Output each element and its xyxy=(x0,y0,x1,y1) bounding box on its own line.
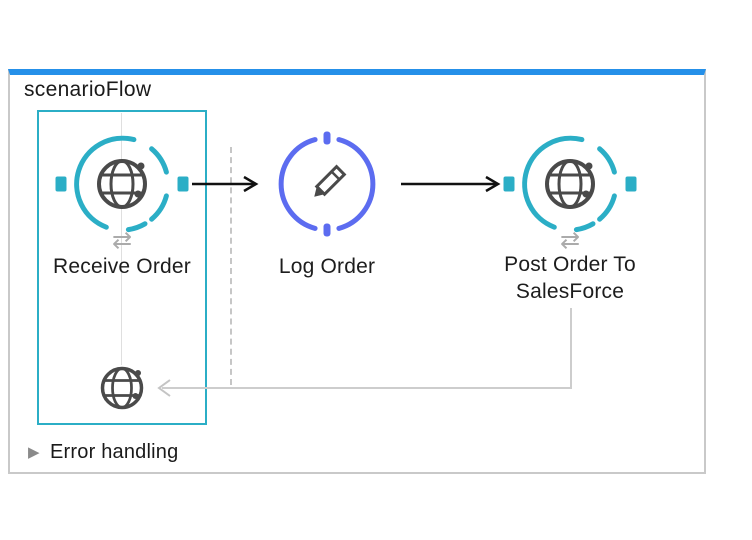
globe-icon xyxy=(97,159,147,209)
node-log-order[interactable] xyxy=(257,122,397,257)
right-endpoint-nub[interactable] xyxy=(625,176,637,192)
return-connector-horizontal xyxy=(162,387,572,389)
pencil-icon xyxy=(314,164,347,197)
left-endpoint-nub[interactable] xyxy=(503,176,515,192)
node-receive-order[interactable]: ⇄ xyxy=(52,122,192,257)
node-post-order-label: Post Order To SalesForce xyxy=(504,253,636,303)
flow-title: scenarioFlow xyxy=(24,78,152,101)
return-connector-arrowhead xyxy=(157,379,171,397)
left-endpoint-nub[interactable] xyxy=(55,176,67,192)
node-post-order-to-salesforce[interactable]: ⇄ xyxy=(500,122,640,257)
bottom-nub xyxy=(323,223,331,237)
http-connector-ring xyxy=(522,135,617,233)
globe-icon xyxy=(545,159,595,209)
logger-ring xyxy=(278,137,376,231)
flow-arrow-2 xyxy=(401,175,501,193)
flow-scenarioFlow[interactable]: scenarioFlow ⇄ xyxy=(8,69,706,474)
flow-arrow-1 xyxy=(192,175,259,193)
node-receive-order-label: Receive Order xyxy=(53,255,191,278)
swap-arrows-icon: ⇄ xyxy=(112,227,132,254)
right-endpoint-nub[interactable] xyxy=(177,176,189,192)
http-connector-ring xyxy=(74,135,169,233)
node-log-order-label: Log Order xyxy=(278,255,376,278)
drop-target-dashed-line xyxy=(230,147,232,385)
selection-box xyxy=(37,110,207,425)
return-connector-vertical xyxy=(570,308,572,388)
expander-triangle-icon[interactable]: ▶ xyxy=(28,444,40,461)
response-endpoint-globe-icon[interactable] xyxy=(98,364,146,412)
error-handling-label: Error handling xyxy=(50,441,179,463)
swap-arrows-icon: ⇄ xyxy=(560,227,580,254)
node-guide-line xyxy=(121,113,122,365)
top-nub xyxy=(323,131,331,145)
